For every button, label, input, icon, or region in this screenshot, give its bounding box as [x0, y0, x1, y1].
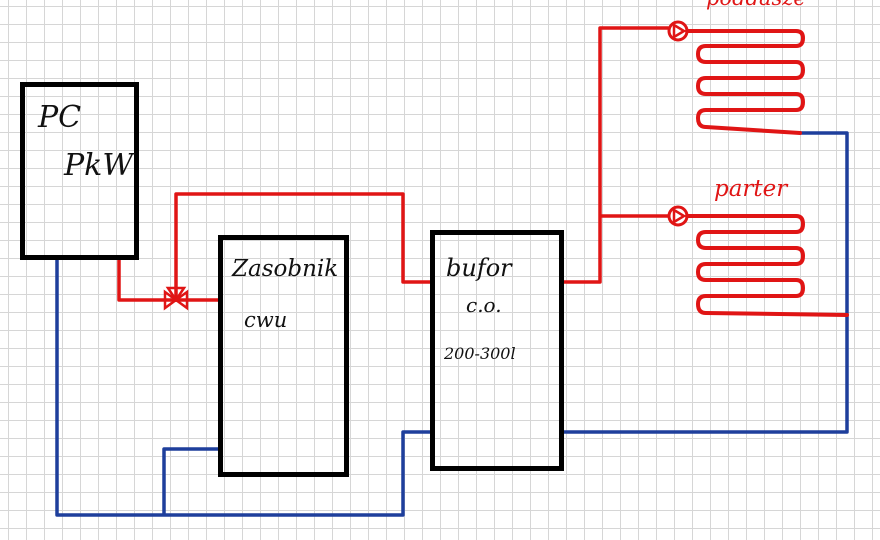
- tank-label: Zasobnik: [232, 256, 339, 282]
- supply-pipes: [117, 26, 670, 302]
- return-pipe-main: [55, 258, 433, 517]
- return-pipes: [55, 131, 849, 517]
- buffer-tank-box: [430, 230, 564, 471]
- buffer-label: bufor: [446, 254, 512, 282]
- heat-pump-power-label: PkW: [64, 148, 134, 183]
- buffer-capacity-label: 200-300l: [444, 344, 516, 363]
- floor-heating-coil-icon: [685, 214, 849, 317]
- supply-pipe-buffer-out: [560, 26, 670, 284]
- supply-pipe-heatpump: [117, 256, 223, 302]
- floor-heating-coil-icon: [685, 29, 805, 135]
- heat-pump-box: [20, 82, 139, 260]
- return-pipe-floors: [562, 131, 849, 434]
- heat-pump-label: PC: [38, 100, 82, 135]
- upper-floor-label: poddasze: [706, 0, 806, 10]
- pump-icon: [667, 20, 689, 42]
- buffer-purpose-label: c.o.: [466, 293, 502, 317]
- ground-floor-label: parter: [714, 176, 788, 202]
- supply-pipe-bypass: [174, 192, 435, 302]
- three-way-valve-icon: [163, 286, 189, 311]
- hot-water-tank-box: [218, 235, 349, 477]
- return-pipe-tank: [162, 447, 221, 515]
- tank-purpose-label: cwu: [244, 308, 288, 332]
- pump-icon: [667, 205, 689, 227]
